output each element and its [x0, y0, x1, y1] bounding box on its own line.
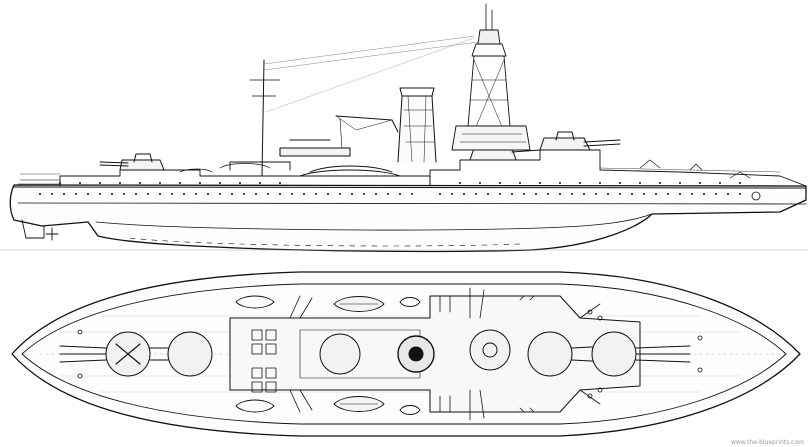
plan-superstructure — [229, 295, 641, 413]
side-aft-mast — [249, 35, 479, 177]
side-portholes — [39, 182, 741, 195]
side-aft-turret — [99, 153, 165, 171]
plan-secondary-guns — [289, 287, 601, 421]
plan-turrets — [59, 329, 691, 377]
side-lattice-mast — [451, 3, 531, 151]
plan-view — [11, 271, 801, 437]
credit-label: www.the-blueprints.com — [731, 439, 804, 446]
plan-deck-gear — [77, 295, 703, 413]
side-funnel — [397, 87, 437, 163]
plan-boats — [235, 295, 421, 415]
side-boats — [179, 159, 751, 179]
side-view — [0, 3, 808, 253]
side-crane — [279, 115, 399, 157]
side-hull — [0, 184, 808, 253]
